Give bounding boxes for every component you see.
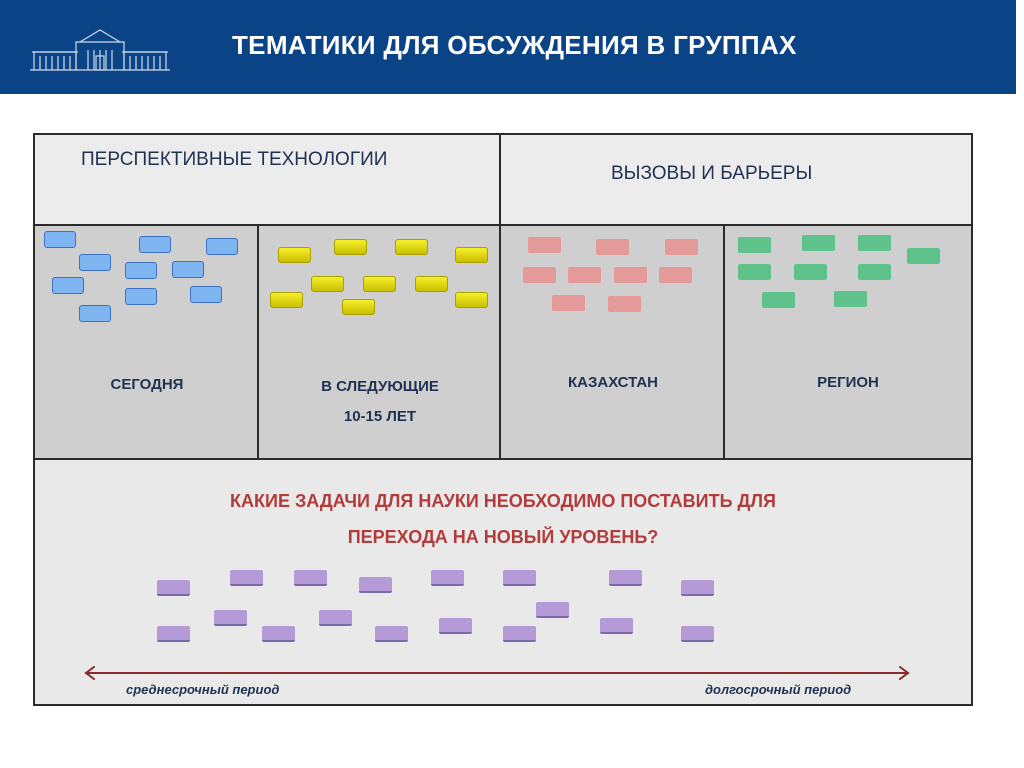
sticky-note-purple xyxy=(230,570,263,586)
sticky-note-pink xyxy=(596,239,629,255)
sticky-note-blue xyxy=(52,277,84,294)
column-kazakhstan-label: КАЗАХСТАН xyxy=(568,374,658,391)
sticky-note-green xyxy=(802,235,835,251)
sticky-note-blue xyxy=(79,305,111,322)
sticky-note-purple xyxy=(431,570,464,586)
sticky-note-purple xyxy=(319,610,352,626)
sticky-note-green xyxy=(762,292,795,308)
sticky-note-green xyxy=(738,237,771,253)
sticky-note-purple xyxy=(157,580,190,596)
column-next-years-label-line1: В СЛЕДУЮЩИЕ xyxy=(321,378,439,395)
sticky-note-purple xyxy=(536,602,569,618)
sticky-note-purple xyxy=(503,570,536,586)
long-term-label: долгосрочный период xyxy=(705,682,852,697)
sticky-note-blue xyxy=(206,238,238,255)
science-tasks-question: КАКИЕ ЗАДАЧИ ДЛЯ НАУКИ НЕОБХОДИМО ПОСТАВ… xyxy=(35,483,971,555)
sticky-note-purple xyxy=(600,618,633,634)
technologies-title: ПЕРСПЕКТИВНЫЕ ТЕХНОЛОГИИ xyxy=(81,149,388,170)
sticky-note-yellow xyxy=(311,276,344,292)
sticky-note-green xyxy=(834,291,867,307)
sticky-note-pink xyxy=(614,267,647,283)
sticky-note-pink xyxy=(659,267,692,283)
column-next-years-label-line2: 10-15 ЛЕТ xyxy=(343,408,417,425)
sticky-note-yellow xyxy=(363,276,396,292)
sticky-note-pink xyxy=(608,296,641,312)
question-line1: КАКИЕ ЗАДАЧИ ДЛЯ НАУКИ НЕОБХОДИМО ПОСТАВ… xyxy=(230,491,776,511)
question-line2: ПЕРЕХОДА НА НОВЫЙ УРОВЕНЬ? xyxy=(347,527,659,547)
sticky-note-yellow xyxy=(278,247,311,263)
sticky-note-pink xyxy=(523,267,556,283)
sticky-note-pink xyxy=(528,237,561,253)
sticky-note-green xyxy=(738,264,771,280)
sticky-note-blue xyxy=(44,231,76,248)
sticky-note-purple xyxy=(609,570,642,586)
sticker-columns-row: СЕГОДНЯ В СЛЕДУЮЩИЕ 10-15 ЛЕТ КАЗАХСТАН … xyxy=(35,224,971,458)
sticky-note-green xyxy=(858,235,891,251)
sticky-note-yellow xyxy=(334,239,367,255)
divider-vertical-right xyxy=(723,224,725,458)
sticky-note-blue xyxy=(139,236,171,253)
column-today-label: СЕГОДНЯ xyxy=(110,376,184,393)
sticky-note-pink xyxy=(552,295,585,311)
divider-vertical-left xyxy=(257,224,259,458)
header-bar: ТЕМАТИКИ ДЛЯ ОБСУЖДЕНИЯ В ГРУППАХ xyxy=(0,0,1024,94)
sticky-note-purple xyxy=(359,577,392,593)
sticky-note-green xyxy=(907,248,940,264)
divider-vertical-center xyxy=(499,135,501,458)
sticky-note-purple xyxy=(681,626,714,642)
sticky-note-purple xyxy=(262,626,295,642)
university-building-logo-icon xyxy=(30,29,170,71)
sticky-note-green xyxy=(794,264,827,280)
sticky-note-blue xyxy=(125,288,157,305)
sticky-note-purple xyxy=(214,610,247,626)
medium-term-label: среднесрочный период xyxy=(126,682,280,697)
sticky-note-yellow xyxy=(270,292,303,308)
science-tasks-row xyxy=(35,458,971,704)
sticky-note-blue xyxy=(79,254,111,271)
sticky-note-pink xyxy=(568,267,601,283)
challenges-header-cell: ВЫЗОВЫ И БАРЬЕРЫ xyxy=(501,135,971,224)
sticky-note-yellow xyxy=(342,299,375,315)
sticky-note-purple xyxy=(439,618,472,634)
technologies-header-cell: ПЕРСПЕКТИВНЫЕ ТЕХНОЛОГИИ xyxy=(35,135,501,224)
sticky-note-blue xyxy=(125,262,157,279)
sticky-note-yellow xyxy=(395,239,428,255)
timeline-arrow-icon xyxy=(84,666,910,680)
sticky-note-purple xyxy=(681,580,714,596)
sticky-note-purple xyxy=(375,626,408,642)
sticky-note-green xyxy=(858,264,891,280)
sticky-note-blue xyxy=(172,261,204,278)
sticky-note-yellow xyxy=(455,247,488,263)
header-edge xyxy=(1016,0,1024,94)
column-region-label: РЕГИОН xyxy=(817,374,879,391)
sticky-note-purple xyxy=(294,570,327,586)
sticky-note-yellow xyxy=(415,276,448,292)
sticky-note-blue xyxy=(190,286,222,303)
page-title: ТЕМАТИКИ ДЛЯ ОБСУЖДЕНИЯ В ГРУППАХ xyxy=(232,30,797,60)
sticky-note-purple xyxy=(503,626,536,642)
discussion-table: ПЕРСПЕКТИВНЫЕ ТЕХНОЛОГИИ ВЫЗОВЫ И БАРЬЕР… xyxy=(33,133,973,706)
challenges-title: ВЫЗОВЫ И БАРЬЕРЫ xyxy=(611,163,813,184)
sticky-note-purple xyxy=(157,626,190,642)
sticky-note-yellow xyxy=(455,292,488,308)
sticky-note-pink xyxy=(665,239,698,255)
